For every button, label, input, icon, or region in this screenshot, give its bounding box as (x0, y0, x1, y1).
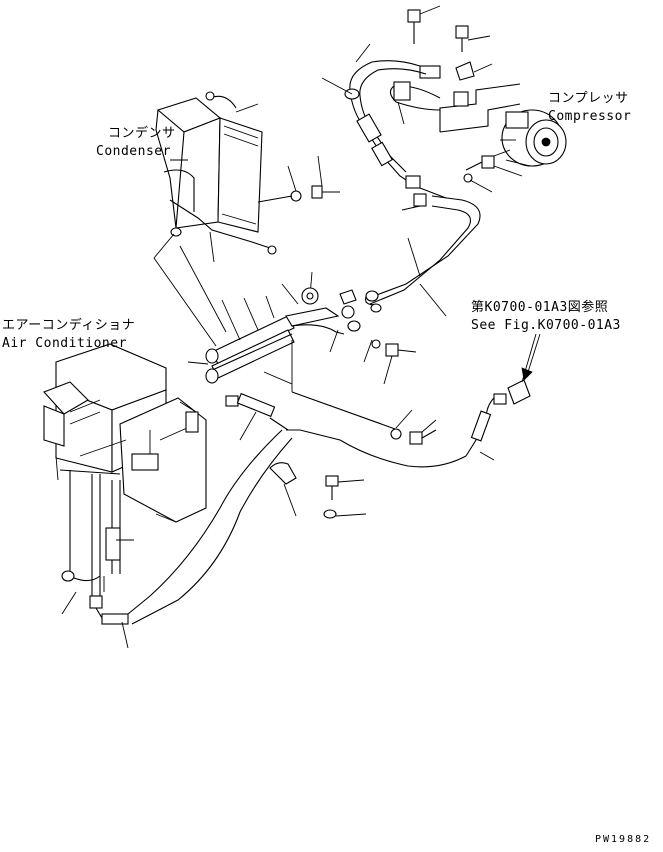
clamp-block (301, 287, 319, 305)
pressure-switch (465, 333, 537, 461)
compressor-bolts (407, 5, 523, 193)
see-fig-label-en: See Fig.K0700-01A3 (471, 318, 621, 333)
air-conditioner-unit (43, 343, 207, 523)
fig-reference-arrow (521, 333, 541, 381)
receiver-tube (187, 271, 399, 431)
condenser-leaders (170, 103, 259, 263)
condenser-bolt (257, 155, 340, 203)
hose-clip (269, 462, 367, 519)
condenser-unit (155, 91, 277, 255)
wiring-leaders (153, 233, 227, 347)
suction-hose (321, 43, 427, 185)
air-conditioner-label-jp: エアーコンディショナ (2, 318, 136, 333)
see-fig-label-jp: 第K0700-01A3図参照 (471, 300, 609, 315)
refrigerant-pipes (365, 195, 481, 317)
compressor-label-jp: コンプレッサ (548, 91, 629, 106)
liquid-hose (127, 392, 467, 625)
air-conditioner-label-en: Air Conditioner (2, 336, 127, 351)
compressor-bracket (419, 65, 521, 133)
compressor-unit (500, 109, 567, 167)
drawing-code: PW19882 (595, 834, 652, 845)
condenser-label-jp: コンデンサ (108, 126, 176, 141)
condenser-label-en: Condenser (96, 144, 171, 159)
discharge-hose (389, 81, 447, 211)
ac-pipes (61, 470, 134, 649)
compressor-label-en: Compressor (548, 109, 632, 124)
center-bolts (363, 339, 437, 445)
